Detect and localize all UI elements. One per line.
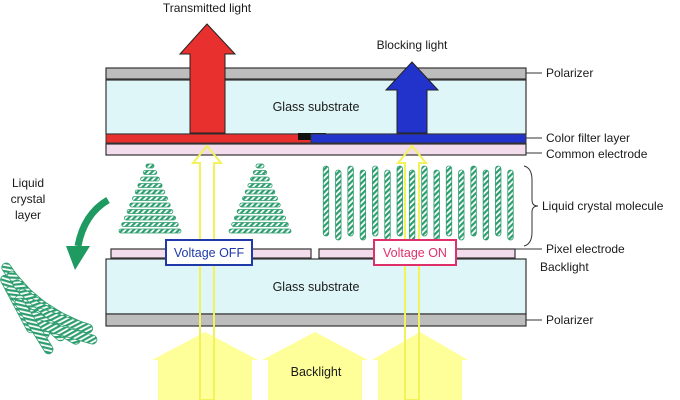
lc-off-molecule bbox=[242, 196, 278, 201]
lc-layer-label-line2: crystal bbox=[11, 192, 46, 206]
color-filter-blue bbox=[310, 133, 527, 144]
backlight-side-label: Backlight bbox=[540, 260, 589, 274]
lc-on-molecule bbox=[458, 169, 465, 241]
top-polarizer bbox=[105, 67, 527, 80]
lc-off-molecule bbox=[233, 215, 286, 221]
lc-molecule-bundle bbox=[0, 262, 98, 355]
backlight-bottom-label: Backlight bbox=[291, 365, 342, 379]
lc-off-molecule bbox=[236, 209, 284, 214]
lc-off-molecule bbox=[118, 228, 182, 234]
lc-on-molecule bbox=[482, 169, 490, 241]
backlight-arrow-1 bbox=[152, 332, 258, 400]
lc-on-molecule bbox=[408, 169, 416, 241]
transmitted-light-label: Transmitted light bbox=[163, 1, 252, 15]
color-filter-layer-label: Color filter layer bbox=[546, 131, 630, 145]
transmitted-light-arrow bbox=[178, 23, 237, 134]
lc-off-molecule bbox=[134, 189, 166, 195]
lc-on-molecule bbox=[396, 165, 403, 237]
lc-off-molecule bbox=[252, 170, 268, 175]
top-glass-substrate bbox=[105, 79, 527, 135]
lc-layer-label-line1: Liquid bbox=[12, 176, 44, 190]
lc-off-molecule bbox=[255, 163, 265, 169]
lc-layer-label-line3: layer bbox=[15, 208, 41, 222]
backlight-arrow-2 bbox=[262, 332, 368, 400]
blocking-light-label: Blocking light bbox=[377, 38, 448, 52]
lc-off-molecule bbox=[231, 222, 289, 227]
blocking-light-arrow bbox=[384, 61, 440, 134]
voltage-on-box bbox=[373, 239, 457, 266]
lc-on-molecule bbox=[470, 165, 477, 237]
color-filter-red bbox=[105, 133, 312, 144]
lc-off-molecule bbox=[137, 183, 163, 188]
polarizer-top-label: Polarizer bbox=[546, 66, 593, 80]
lc-on-molecule bbox=[347, 165, 354, 237]
light-path-right bbox=[395, 144, 429, 400]
glass-substrate-bottom-label: Glass substrate bbox=[273, 280, 360, 294]
lc-bundle-molecule bbox=[14, 297, 54, 355]
common-electrode-label: Common electrode bbox=[546, 147, 648, 161]
lc-off-molecule bbox=[140, 176, 160, 182]
lc-on-molecule bbox=[372, 165, 379, 237]
voltage-off-label: Voltage OFF bbox=[174, 246, 245, 260]
lc-molecule-brace bbox=[523, 165, 539, 247]
bottom-polarizer bbox=[105, 313, 527, 327]
glass-substrate-top-label: Glass substrate bbox=[273, 100, 360, 114]
lc-off-molecule bbox=[132, 196, 168, 201]
lc-off-molecule bbox=[228, 228, 292, 234]
lc-on-molecule bbox=[384, 169, 391, 241]
lc-off-molecule bbox=[145, 163, 155, 169]
polarizer-bottom-label: Polarizer bbox=[546, 313, 593, 327]
lc-off-group bbox=[118, 163, 292, 234]
common-electrode bbox=[105, 143, 527, 156]
lc-on-molecule bbox=[433, 169, 440, 241]
voltage-off-box bbox=[165, 239, 253, 266]
voltage-on-label: Voltage ON bbox=[383, 246, 447, 260]
lc-on-molecule bbox=[421, 165, 428, 237]
lc-off-molecule bbox=[121, 222, 179, 227]
bottom-glass-substrate bbox=[105, 258, 527, 315]
lc-on-molecule bbox=[322, 165, 330, 237]
lc-off-molecule bbox=[244, 189, 276, 195]
lc-off-molecule bbox=[124, 215, 177, 221]
liquid-crystal-molecule-label: Liquid crystal molecule bbox=[542, 199, 664, 213]
lc-layer-arrowhead bbox=[66, 246, 90, 270]
lc-on-group bbox=[322, 165, 514, 241]
pixel-electrode-label: Pixel electrode bbox=[546, 242, 625, 256]
lc-off-molecule bbox=[239, 202, 281, 208]
lc-on-molecule bbox=[335, 169, 342, 241]
lc-off-molecule bbox=[126, 209, 174, 214]
lc-off-molecule bbox=[250, 176, 270, 182]
lc-on-molecule bbox=[445, 165, 453, 237]
lc-off-molecule bbox=[247, 183, 273, 188]
light-path-left bbox=[190, 144, 224, 400]
lc-on-molecule bbox=[359, 169, 367, 241]
lc-off-molecule bbox=[129, 202, 171, 208]
lc-on-molecule bbox=[495, 165, 502, 237]
lc-off-molecule bbox=[142, 170, 158, 175]
lc-on-molecule bbox=[507, 169, 514, 241]
lc-layer-curved-arrow bbox=[74, 196, 110, 247]
